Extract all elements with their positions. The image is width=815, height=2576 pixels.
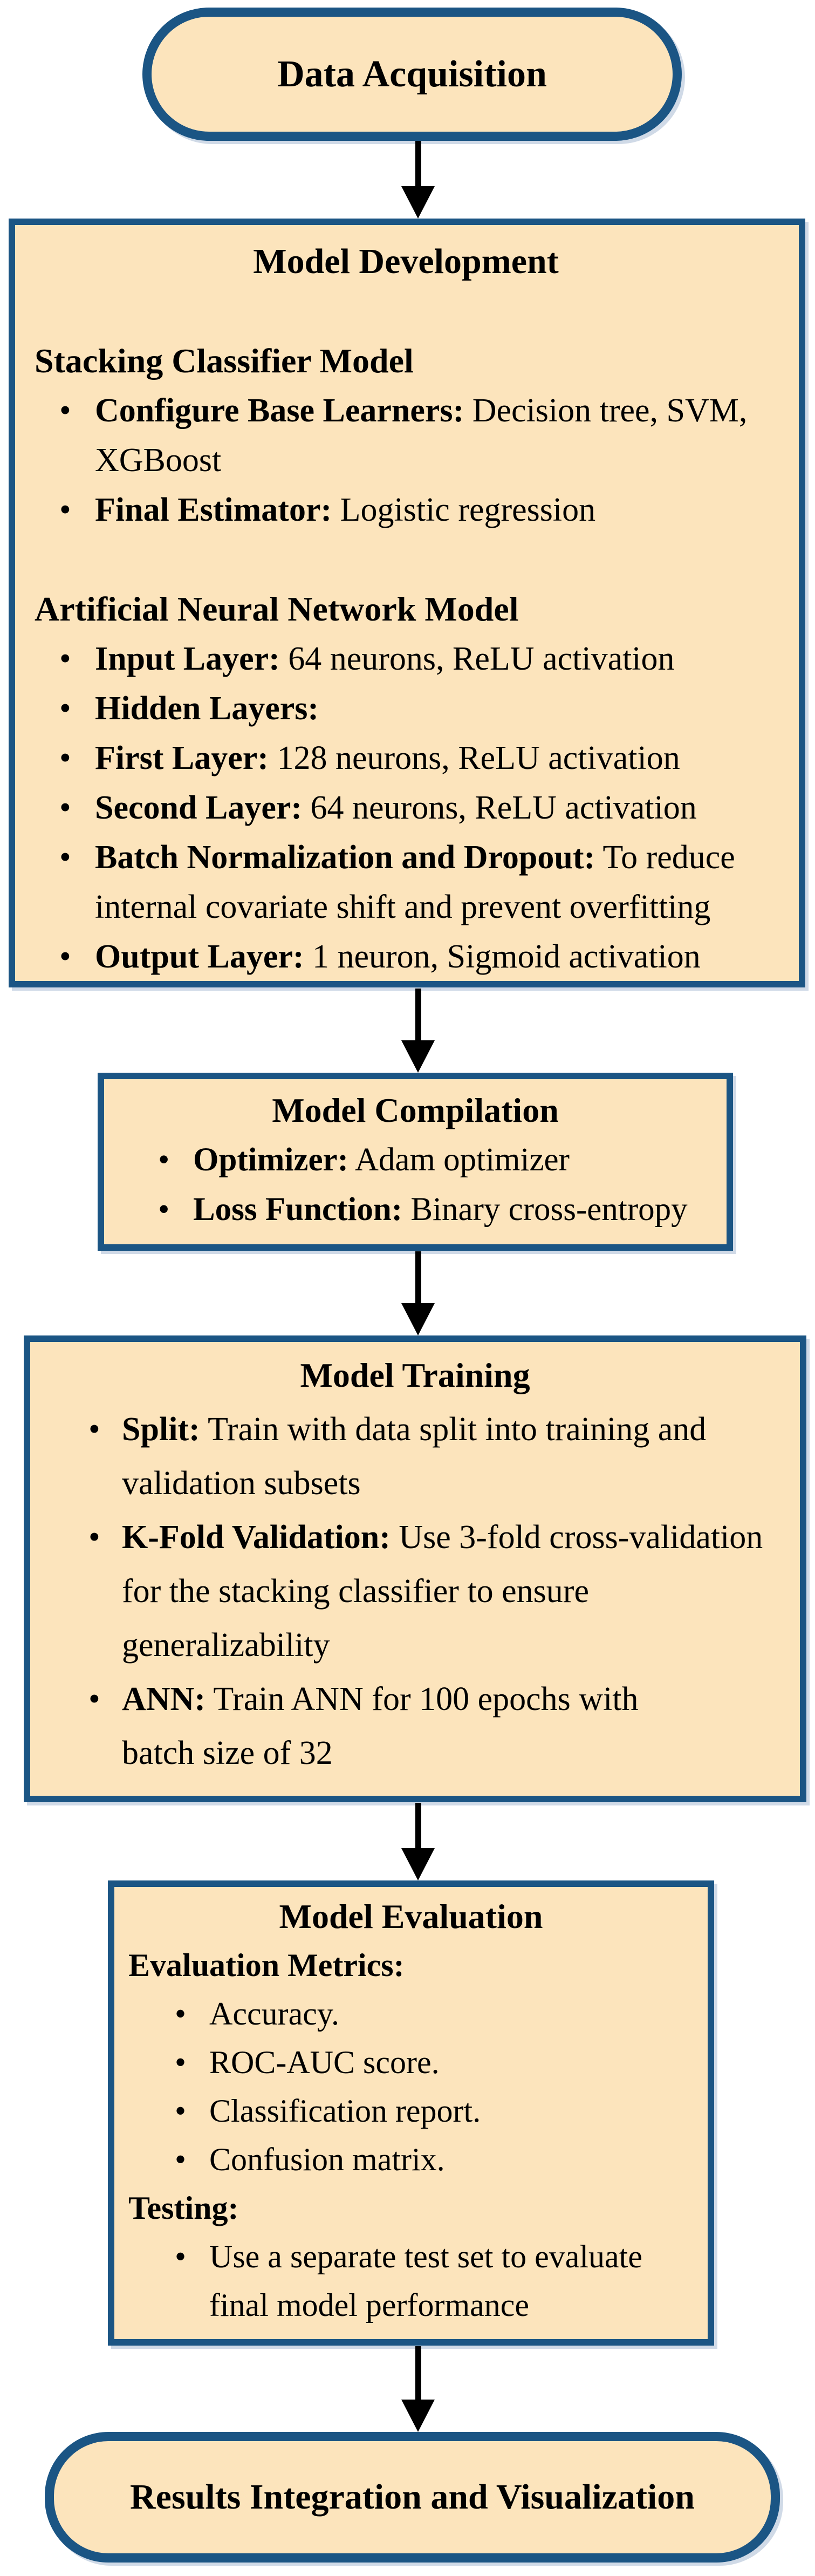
bullet-text: 64 neurons, ReLU activation	[302, 789, 697, 826]
arrow-shaft	[415, 1251, 421, 1303]
bullet-text: Adam optimizer	[348, 1142, 570, 1178]
bullet-text: 128 neurons, ReLU activation	[268, 740, 680, 776]
list-item: Configure Base Learners: Decision tree, …	[35, 386, 777, 485]
list-item: Classification report.	[128, 2087, 694, 2135]
arrow-head-icon	[401, 1848, 435, 1880]
flow-arrow-1	[401, 141, 435, 219]
arrow-shaft	[415, 1803, 421, 1848]
bullet-text: Logistic regression	[332, 492, 596, 528]
list-item: Hidden Layers:	[35, 684, 777, 733]
node-model-training: Model Training Split: Train with data sp…	[24, 1335, 806, 1802]
bullet-lead: K-Fold Validation:	[122, 1519, 391, 1556]
list-item: Optimizer: Adam optimizer	[120, 1135, 710, 1185]
heading-lead: Testing	[128, 2190, 228, 2226]
bullet-text: Use a separate test set to evaluate fina…	[209, 2239, 642, 2323]
node-model-development: Model Development Stacking Classifier Mo…	[9, 219, 805, 987]
list-item: K-Fold Validation: Use 3-fold cross-vali…	[46, 1510, 784, 1672]
bullet-lead: Input Layer:	[95, 640, 280, 677]
bullet-text: Train with data split into training and …	[122, 1411, 707, 1502]
node-data-acquisition-label: Data Acquisition	[277, 53, 547, 95]
bullet-text: Binary cross-entropy	[402, 1191, 688, 1228]
bullet-lead: Hidden Layers:	[95, 690, 319, 727]
section-heading-metrics: Evaluation Metrics:	[128, 1941, 694, 1989]
list-item: Split: Train with data split into traini…	[46, 1402, 784, 1510]
arrow-shaft	[415, 141, 421, 186]
node-model-compilation: Model Compilation Optimizer: Adam optimi…	[98, 1073, 733, 1251]
arrow-head-icon	[401, 186, 435, 219]
bullet-text: Accuracy.	[209, 1996, 339, 2032]
section-heading-ann: Artificial Neural Network Model	[35, 590, 519, 628]
list-item: Batch Normalization and Dropout: To redu…	[35, 833, 777, 932]
bullet-lead: Batch Normalization and Dropout:	[95, 839, 595, 876]
flow-arrow-3	[401, 1251, 435, 1335]
bullet-lead: Output Layer:	[95, 938, 304, 975]
bullet-lead: Final Estimator:	[95, 492, 332, 528]
list-item: Input Layer: 64 neurons, ReLU activation	[35, 634, 777, 684]
arrow-shaft	[415, 989, 421, 1040]
node-results-label: Results Integration and Visualization	[130, 2477, 695, 2517]
bullet-lead: Loss Function:	[193, 1191, 403, 1228]
list-item: Output Layer: 1 neuron, Sigmoid activati…	[35, 932, 777, 982]
bullet-lead: Configure Base Learners:	[95, 392, 464, 429]
list-item: ROC-AUC score.	[128, 2038, 694, 2087]
bullet-lead: Second Layer:	[95, 789, 303, 826]
bullet-text: 64 neurons, ReLU activation	[279, 640, 675, 677]
bullet-lead: ANN:	[122, 1681, 206, 1718]
node-results-integration: Results Integration and Visualization	[45, 2432, 780, 2563]
bullet-text: Confusion matrix.	[209, 2142, 445, 2177]
flow-arrow-5	[401, 2346, 435, 2432]
list-item: ANN: Train ANN for 100 epochs with batch…	[46, 1672, 667, 1780]
bullet-text: To reduce internal covariate shift and p…	[95, 839, 735, 925]
bullet-text: ROC-AUC score.	[209, 2045, 440, 2080]
node-title: Model Evaluation	[279, 1897, 543, 1936]
flow-arrow-4	[401, 1803, 435, 1880]
node-title: Model Compilation	[272, 1091, 559, 1129]
node-title: Model Development	[253, 242, 559, 281]
list-item: Second Layer: 64 neurons, ReLU activatio…	[35, 783, 777, 833]
arrow-head-icon	[401, 2400, 435, 2432]
heading-lead: Evaluation Metrics	[128, 1947, 394, 1983]
node-data-acquisition: Data Acquisition	[142, 8, 682, 141]
bullet-lead: Optimizer:	[193, 1142, 348, 1178]
bullet-lead: First Layer:	[95, 740, 269, 776]
list-item: Final Estimator: Logistic regression	[35, 485, 777, 535]
section-heading-testing: Testing:	[128, 2184, 694, 2232]
list-item: First Layer: 128 neurons, ReLU activatio…	[35, 733, 777, 783]
bullet-text: Use 3-fold cross-validation for the stac…	[122, 1519, 763, 1664]
list-item: Use a separate test set to evaluate fina…	[128, 2232, 694, 2329]
list-item: Confusion matrix.	[128, 2135, 694, 2184]
arrow-shaft	[415, 2346, 421, 2400]
flow-arrow-2	[401, 989, 435, 1073]
bullet-text: Train ANN for 100 epochs with batch size…	[122, 1681, 639, 1771]
bullet-lead: Split:	[122, 1411, 200, 1448]
list-item: Accuracy.	[128, 1989, 694, 2038]
node-model-evaluation: Model Evaluation Evaluation Metrics: Acc…	[108, 1880, 714, 2346]
section-heading-stacking: Stacking Classifier Model	[35, 342, 414, 380]
node-title: Model Training	[300, 1356, 530, 1394]
arrow-head-icon	[401, 1303, 435, 1335]
arrow-head-icon	[401, 1040, 435, 1073]
list-item: Loss Function: Binary cross-entropy	[120, 1185, 710, 1235]
bullet-text: Classification report.	[209, 2093, 481, 2129]
heading-colon: :	[393, 1947, 405, 1983]
bullet-text: 1 neuron, Sigmoid activation	[304, 938, 701, 975]
heading-colon: :	[228, 2190, 239, 2226]
bullet-text: Decision tree, SVM, XGBoost	[95, 392, 748, 479]
